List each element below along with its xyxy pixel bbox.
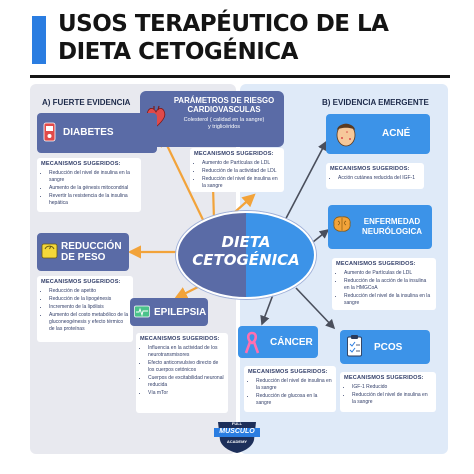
- shield-logo-icon: [214, 422, 260, 453]
- enfermedad-mech-title: MECANISMOS SUGERIDOS:: [336, 261, 416, 267]
- epilepsia-mech-title: MECANISMOS SUGERIDOS:: [140, 336, 220, 342]
- epilepsia-box: EPILEPSIA: [130, 298, 208, 326]
- diabetes-title: DIABETES: [63, 127, 114, 138]
- brain-icon: [333, 216, 351, 232]
- center-ellipse: [176, 211, 316, 299]
- clipboard-icon: [347, 335, 362, 357]
- parametros-mechanisms: MECANISMOS SUGERIDOS: Aumento de Partícu…: [190, 148, 284, 192]
- diabetes-mech-item: Revertir la resistencia de la insulina h…: [49, 193, 137, 207]
- face-icon: [336, 123, 356, 147]
- awareness-ribbon-icon: [244, 331, 260, 354]
- diabetes-mechanisms: MECANISMOS SUGERIDOS: Reducción del nive…: [37, 158, 141, 212]
- enfermedad-mech-item: Aumento de Partículas de LDL: [344, 270, 432, 277]
- section-heading-strong-evidence: A) FUERTE EVIDENCIA: [42, 98, 131, 107]
- parametros-mech-item: Reducción del nivel de insulina en la sa…: [202, 176, 280, 190]
- epilepsia-mechanisms: MECANISMOS SUGERIDOS: Influencia en la a…: [136, 333, 228, 413]
- parametros-mech-item: Aumento de Partículas de LDL: [202, 160, 280, 167]
- parametros-title-1: PARÁMETROS DE RIESGO: [173, 96, 275, 105]
- section-heading-emerging-evidence: B) EVIDENCIA EMERGENTE: [322, 98, 429, 107]
- cancer-mech-item: Reducción del nivel de insulina en la sa…: [256, 378, 332, 392]
- epilepsia-mech-item: Vía mTor: [148, 390, 224, 397]
- pcos-box: PCOS: [340, 330, 430, 364]
- enfermedad-mech-item: Reducción de la acción de la insulina en…: [344, 278, 432, 292]
- reduccion-mech-title: MECANISMOS SUGERIDOS:: [41, 279, 121, 285]
- title-line-2: DIETA CETOGÉNICA: [58, 39, 298, 65]
- acne-mech-item: Acción cutánea reducida del IGF-1: [338, 175, 420, 182]
- pcos-mech-item: Reducción del nivel de insulina en la sa…: [352, 392, 432, 406]
- title-accent-bar: [32, 16, 46, 64]
- center-title: DIETA CETOGÉNICA: [176, 233, 316, 269]
- epilepsia-title: EPILEPSIA: [154, 307, 207, 318]
- reduccion-mech-item: Aumento del costo metabólico de la gluco…: [49, 312, 129, 333]
- acne-mechanisms: MECANISMOS SUGERIDOS: Acción cutánea red…: [326, 163, 424, 189]
- epilepsia-mech-item: Efecto anticonvulsivo directo de los cue…: [148, 360, 224, 374]
- epilepsia-mech-item: Cuerpos de excitabilidad neuronal reduci…: [148, 375, 224, 389]
- acne-mech-title: MECANISMOS SUGERIDOS:: [330, 166, 410, 172]
- cancer-box: CÁNCER: [238, 326, 318, 358]
- arrow-to-cancer: [260, 291, 275, 326]
- reduccion-title-2: DE PESO: [61, 252, 106, 263]
- enfermedad-mechanisms: MECANISMOS SUGERIDOS: Aumento de Partícu…: [332, 258, 436, 310]
- arrow-to-acne: [281, 140, 327, 227]
- enfermedad-box: ENFERMEDAD NEURÓLOGICA: [328, 205, 432, 249]
- enfermedad-title: ENFERMEDAD NEURÓLOGICA: [354, 217, 430, 237]
- epilepsia-mech-item: Influencia en la actividad de los neurot…: [148, 345, 224, 359]
- title-divider: [30, 75, 450, 78]
- reduccion-mech-item: Reducción de la lipogénesis: [49, 296, 129, 303]
- enfermedad-mech-item: Reducción del nivel de la insulina en la…: [344, 293, 432, 307]
- diabetes-mech-item: Reducción del nivel de insulina en la sa…: [49, 170, 137, 184]
- parametros-sub-1: Colesterol ( calidad en la sangre): [183, 117, 265, 123]
- reduccion-mechanisms: MECANISMOS SUGERIDOS: Reducción de apeti…: [37, 276, 133, 342]
- reduccion-title-1: REDUCCIÓN: [61, 241, 122, 252]
- acne-box: ACNÉ: [326, 114, 430, 154]
- reduccion-title: REDUCCIÓN DE PESO: [61, 241, 122, 263]
- page-title: USOS TERAPÉUTICO DE LA DIETA CETOGÉNICA: [58, 10, 468, 66]
- logo-main-text: MUSCULO: [219, 428, 255, 435]
- acne-title: ACNÉ: [382, 128, 411, 139]
- cancer-title: CÁNCER: [270, 337, 313, 348]
- arrow-to-epilepsia: [174, 285, 201, 299]
- arrow-to-pcos: [295, 287, 336, 330]
- enfermedad-title-1: ENFERMEDAD: [363, 217, 421, 226]
- cancer-mechanisms: MECANISMOS SUGERIDOS: Reducción del nive…: [244, 366, 336, 412]
- pcos-mechanisms: MECANISMOS SUGERIDOS: IGF-1 Reducido Red…: [340, 372, 436, 412]
- enfermedad-title-2: NEURÓLOGICA: [362, 227, 422, 236]
- pcos-title: PCOS: [374, 342, 403, 353]
- parametros-box: PARÁMETROS DE RIESGO CARDIOVASCULAS Cole…: [140, 91, 284, 147]
- brand-logo: FULL MUSCULO ACADEMY: [212, 418, 262, 454]
- pcos-mech-title: MECANISMOS SUGERIDOS:: [344, 375, 424, 381]
- center-line-2: CETOGÉNICA: [192, 251, 300, 269]
- logo-top-text: FULL: [231, 421, 243, 426]
- cancer-mech-item: Reducción de glucosa en la sangre: [256, 393, 332, 407]
- glucose-meter-icon: [43, 122, 56, 142]
- reduccion-box: REDUCCIÓN DE PESO: [37, 233, 129, 271]
- center-line-1: DIETA: [221, 233, 271, 251]
- reduccion-mech-item: Incremento de la lipólisis: [49, 304, 129, 311]
- title-line-1: USOS TERAPÉUTICO DE LA: [58, 11, 389, 37]
- diabetes-mech-item: Aumento de la génesis mitocondrial: [49, 185, 137, 192]
- cancer-mech-title: MECANISMOS SUGERIDOS:: [248, 369, 328, 375]
- eeg-monitor-icon: [134, 305, 150, 318]
- parametros-mech-title: MECANISMOS SUGERIDOS:: [194, 151, 274, 157]
- parametros-title-2: CARDIOVASCULAS: [187, 105, 261, 114]
- parametros-sub-2: y triglicéridos: [207, 124, 241, 130]
- diabetes-box: DIABETES: [37, 113, 157, 153]
- diabetes-mech-title: MECANISMOS SUGERIDOS:: [41, 161, 121, 167]
- reduccion-mech-item: Reducción de apetito: [49, 288, 129, 295]
- arrow-to-diabetes: [160, 133, 207, 227]
- pcos-mech-item: IGF-1 Reducido: [352, 384, 432, 391]
- logo-bottom-text: ACADEMY: [226, 439, 248, 444]
- parametros-mech-item: Reducción de la actividad de LDL: [202, 168, 280, 175]
- scale-icon: [41, 243, 58, 259]
